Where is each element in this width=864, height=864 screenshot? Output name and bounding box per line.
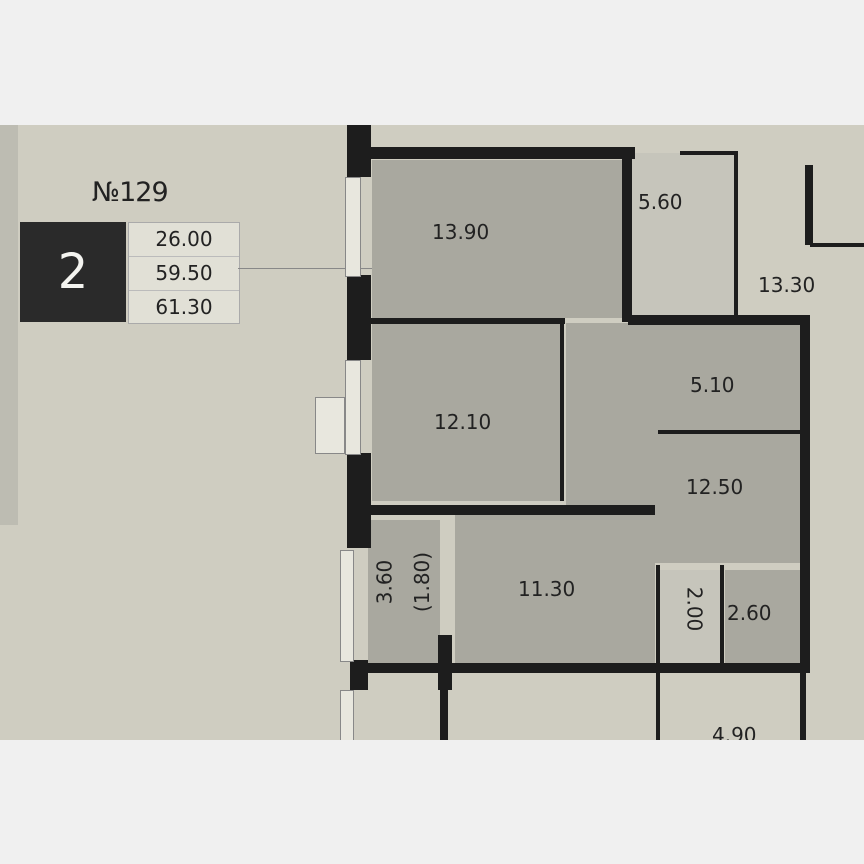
wall-neighbor-right-bottom: [810, 243, 864, 247]
window: [340, 690, 354, 740]
wall-bedroom2-east: [560, 321, 564, 501]
room-area-bedroom-1: 13.90: [432, 220, 490, 244]
area-table: 26.00 59.50 61.30: [128, 222, 240, 324]
apartment-number: №129: [92, 177, 169, 208]
room-area-storage: 2.60: [727, 601, 772, 625]
wall-bath-bottom: [658, 430, 803, 434]
window: [315, 397, 345, 454]
wall-lower-apartment: [800, 673, 806, 740]
room-bedroom-1: [372, 160, 622, 318]
room-area-neighbor-bath-lower: 4.90: [712, 723, 757, 740]
wall-wc: [656, 565, 660, 665]
window: [345, 360, 361, 455]
wall-bedroom-divider: [370, 318, 565, 324]
room-area-kitchen: 11.30: [518, 577, 576, 601]
room-area-bathroom: 5.10: [690, 373, 735, 397]
wall-lower-apartment: [656, 673, 660, 740]
total-area-with-balcony: 61.30: [155, 295, 213, 319]
room-area-wc: 2.00: [682, 586, 707, 632]
room-neighbor-bath: [632, 153, 736, 318]
floor-plan: №129 2 26.00 59.50 61.30 13.90 12.10 11.…: [0, 125, 864, 740]
wall-kitchen-top: [360, 505, 655, 515]
wall-south: [355, 663, 810, 673]
wall-neighbor-bath: [734, 153, 738, 318]
room-area-hall: 12.50: [686, 475, 744, 499]
room-area-bedroom-2: 12.10: [434, 410, 492, 434]
room-area-loggia-reduced: (1.80): [410, 551, 435, 613]
room-area-loggia: 3.60: [372, 559, 397, 605]
room-bathroom: [660, 325, 800, 433]
room-loggia: [368, 520, 440, 663]
leader-line: [238, 268, 408, 269]
wall-west: [347, 275, 371, 360]
room-kitchen: [455, 510, 655, 663]
wall-east: [800, 315, 810, 670]
wall-north: [360, 147, 635, 159]
wall-west: [347, 453, 371, 548]
room-bedroom-2: [372, 323, 562, 501]
wall-neighbor-bath-top: [680, 151, 738, 155]
room-area-corridor: 13.30: [758, 273, 816, 297]
room-storage: [725, 570, 800, 665]
wall-neighbor-right: [805, 165, 813, 245]
window: [345, 177, 361, 277]
rooms-count-badge: 2: [20, 222, 126, 322]
wall-storage: [720, 565, 724, 665]
room-area-neighbor-bath: 5.60: [638, 190, 683, 214]
page-edge: [0, 125, 18, 525]
wall-bedroom-east: [622, 147, 632, 322]
living-area: 26.00: [129, 223, 239, 257]
room-wc: [660, 570, 720, 665]
total-area: 59.50: [129, 257, 239, 291]
wall-bath-top: [628, 315, 808, 325]
window: [340, 550, 354, 662]
wall-lower-apartment: [440, 673, 448, 740]
